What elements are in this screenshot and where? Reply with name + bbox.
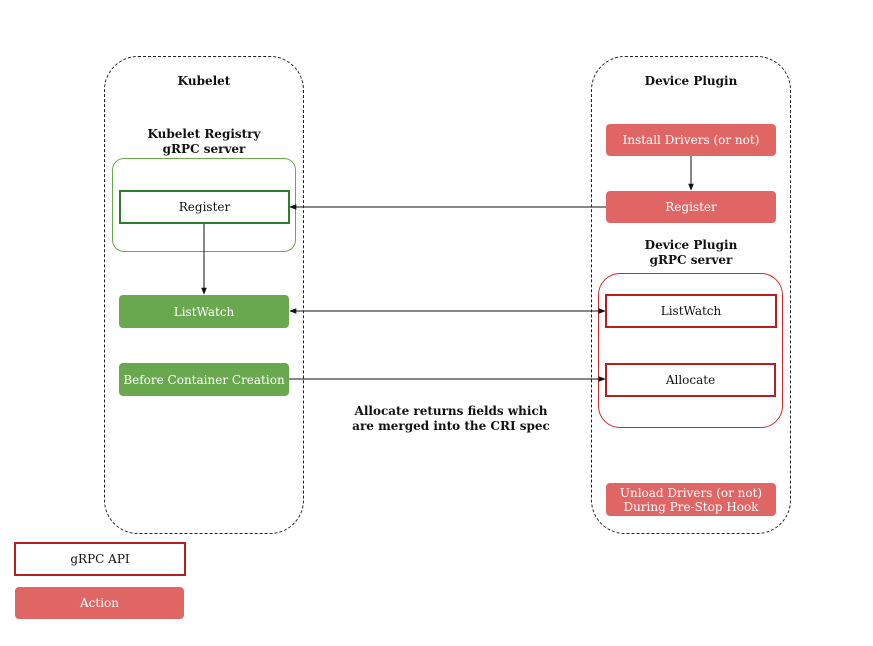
- legend-grpc-api: gRPC API: [14, 542, 186, 576]
- allocate-api: Allocate: [605, 363, 776, 397]
- device-plugin-server-title: Device Plugin gRPC server: [644, 238, 738, 267]
- kubelet-registry-title: Kubelet Registry gRPC server: [147, 127, 261, 156]
- before-container-creation-action: Before Container Creation: [119, 363, 289, 396]
- kubelet-register-api: Register: [119, 190, 290, 224]
- device-plugin-listwatch-api: ListWatch: [605, 294, 777, 328]
- legend-action: Action: [15, 587, 184, 619]
- device-plugin-register-action: Register: [606, 191, 776, 223]
- install-drivers-action: Install Drivers (or not): [606, 124, 776, 156]
- allocate-note: Allocate returns fields which are merged…: [352, 404, 550, 433]
- device-plugin-lane: [591, 56, 791, 534]
- kubelet-lane: [104, 56, 304, 534]
- device-plugin-server-group: [598, 273, 783, 428]
- kubelet-title: Kubelet: [177, 74, 231, 88]
- kubelet-listwatch-action: ListWatch: [119, 295, 289, 328]
- unload-drivers-action: Unload Drivers (or not) During Pre-Stop …: [606, 483, 776, 516]
- device-plugin-title: Device Plugin: [644, 74, 738, 88]
